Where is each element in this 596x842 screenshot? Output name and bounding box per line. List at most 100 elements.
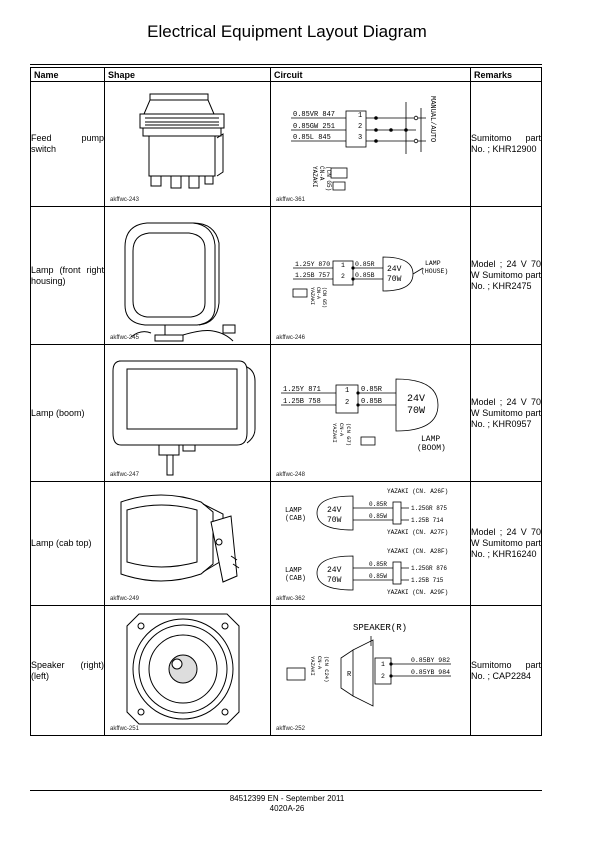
wire-label: 1.25B 714 <box>411 517 444 524</box>
wire-label: 1.25Y 870 <box>295 261 330 268</box>
wire-label: 0.85R <box>361 386 383 394</box>
work-lamp-illustration <box>124 222 236 342</box>
lamp-cab-circuit-diagram: YAZAKI (CN. A26F) 0.85R 0.85W 1.25GR 875… <box>285 488 448 596</box>
connector-label: CN-A <box>315 287 321 299</box>
header-name: Name <box>30 67 105 82</box>
connector-label: (CN G5) <box>325 166 332 191</box>
connector-label: YAZAKI (CN. A28F) <box>387 548 448 555</box>
lamp-voltage: 24V <box>387 265 402 274</box>
table-row-lamp-front-right-housing: Lamp (front right housing) akffwc-245 <box>30 206 542 345</box>
pin-label: 1 <box>345 387 349 395</box>
wire-label: 0.85R <box>355 261 375 268</box>
wire-label: 1.25GR 875 <box>411 505 447 512</box>
circuit-caption: akffwc-248 <box>276 472 305 478</box>
lamp-tag: (CAB) <box>285 575 306 583</box>
lamp-tag: LAMP <box>285 507 302 515</box>
wire-label: 0.85L 845 <box>293 134 331 142</box>
row-name: Lamp (cab top) <box>31 538 92 548</box>
lamp-voltage: 24V <box>327 566 342 575</box>
cab-lamp-illustration <box>120 494 240 583</box>
shape-caption: akffwc-247 <box>110 472 139 478</box>
wire-label: 0.85GW 251 <box>293 123 335 131</box>
wire-label: 1.25B 715 <box>411 577 444 584</box>
speaker-title: SPEAKER(R) <box>353 623 407 633</box>
row-name: Speaker (right) (left) <box>31 659 104 681</box>
pin-label: 2 <box>345 399 349 407</box>
row-remarks: Model ; 24 V 70 W Sumitomo part No. ; KH… <box>471 396 541 429</box>
lamp-tag: LAMP <box>285 567 302 575</box>
header-circuit: Circuit <box>270 67 471 82</box>
speaker-circuit-diagram: SPEAKER(R) 0.85BY 982 0.85YB 984 1 2 R Y… <box>286 623 451 707</box>
connector-label: YAZAKI <box>331 423 338 443</box>
connector-label: YAZAKI <box>311 166 318 188</box>
lamp-wattage: 70W <box>387 275 402 284</box>
lamp-wattage: 70W <box>327 516 342 525</box>
table-header-row: Name Shape Circuit Remarks <box>30 67 542 82</box>
switch-mode-label: MANUAL/AUTO <box>428 96 436 142</box>
wire-label: 0.85R <box>369 501 387 508</box>
boom-lamp-illustration <box>112 360 256 476</box>
page-title: Electrical Equipment Layout Diagram <box>147 22 427 41</box>
table-row-speaker: Speaker (right) (left) akffwc-251 <box>30 605 542 736</box>
feed-pump-circuit-diagram: 0.85VR 847 0.85GW 251 0.85L 845 1 2 3 MA… <box>291 96 436 191</box>
wire-label: 1.25B 757 <box>295 272 330 279</box>
lamp-wattage: 70W <box>327 576 342 585</box>
pin-label: 3 <box>358 134 362 142</box>
header-shape: Shape <box>104 67 271 82</box>
top-rule <box>30 64 542 65</box>
footer-rule <box>30 790 542 791</box>
connector-label: (CN G5) <box>321 287 327 308</box>
connector-label: CN-A <box>338 423 345 437</box>
speaker-resistance-label: R <box>347 671 352 679</box>
row-name: Lamp (boom) <box>31 407 85 418</box>
rocker-switch-illustration <box>139 93 225 189</box>
speaker-illustration <box>126 613 240 725</box>
table-row-feed-pump-switch: Feed pump switch akffwc-243 <box>30 81 542 207</box>
connector-label: YAZAKI (CN. A27F) <box>387 529 448 536</box>
footer-document-id: 84512399 EN - September 2011 <box>229 794 345 803</box>
wire-label: 0.85VR 847 <box>293 111 335 119</box>
table-row-lamp-cab-top: Lamp (cab top) akffwc-249 <box>30 481 542 606</box>
pin-label: 1 <box>358 112 362 120</box>
table-row-lamp-boom: Lamp (boom) akffwc-247 <box>30 344 542 482</box>
wire-label: 1.25Y 871 <box>283 386 321 394</box>
lamp-voltage: 24V <box>407 394 425 405</box>
shape-caption: akffwc-251 <box>110 726 139 732</box>
pin-label: 2 <box>341 273 345 280</box>
footer-page-number: 4020A-26 <box>269 804 305 813</box>
shape-caption: akffwc-245 <box>110 335 139 341</box>
wire-label: 0.85B <box>355 272 375 279</box>
connector-label: YAZAKI (CN. A26F) <box>387 488 448 495</box>
circuit-caption: akffwc-252 <box>276 726 305 732</box>
lamp-tag: LAMP <box>421 435 440 444</box>
connector-label: YAZAKI (CN. A29F) <box>387 589 448 596</box>
lamp-tag: (CAB) <box>285 515 306 523</box>
wire-label: 0.85R <box>369 561 387 568</box>
wire-label: 0.85BY 982 <box>411 657 450 664</box>
wire-label: 0.85W <box>369 513 387 520</box>
pin-label: 1 <box>341 262 345 269</box>
row-remarks: Model ; 24 V 70 W Sumitomo part No. ; KH… <box>471 259 541 291</box>
wire-label: 1.25B 758 <box>283 398 321 406</box>
row-remarks: Sumitomo part No. ; CAP2284 <box>471 659 541 681</box>
circuit-caption: akffwc-246 <box>276 335 305 341</box>
connector-label: YAZAKI <box>309 656 316 676</box>
pin-label: 2 <box>358 123 362 131</box>
shape-caption: akffwc-243 <box>110 197 139 203</box>
circuit-caption: akffwc-361 <box>276 197 305 203</box>
lamp-boom-circuit-diagram: 1.25Y 871 1.25B 758 0.85R 0.85B 1 2 24V … <box>281 378 446 453</box>
row-remarks: Sumitomo part No. ; KHR12900 <box>471 133 541 154</box>
equipment-table: Name Shape Circuit Remarks Feed pump swi… <box>30 67 542 736</box>
header-remarks: Remarks <box>470 67 542 82</box>
lamp-house-circuit-diagram: 1.25Y 870 1.25B 757 0.85R 0.85B 1 2 24V … <box>292 256 448 308</box>
connector-label: CN-A <box>316 656 323 670</box>
wire-label: 1.25GR 876 <box>411 565 447 572</box>
wire-label: 0.85W <box>369 573 387 580</box>
pin-label: 1 <box>381 661 385 668</box>
connector-label: YAZAKI <box>309 287 315 305</box>
connector-label: CN-A <box>318 166 325 181</box>
wire-label: 0.85YB 984 <box>411 669 450 676</box>
lamp-tag: LAMP <box>425 260 441 267</box>
connector-label: (CN C24) <box>323 656 330 682</box>
pin-label: 2 <box>381 673 385 680</box>
